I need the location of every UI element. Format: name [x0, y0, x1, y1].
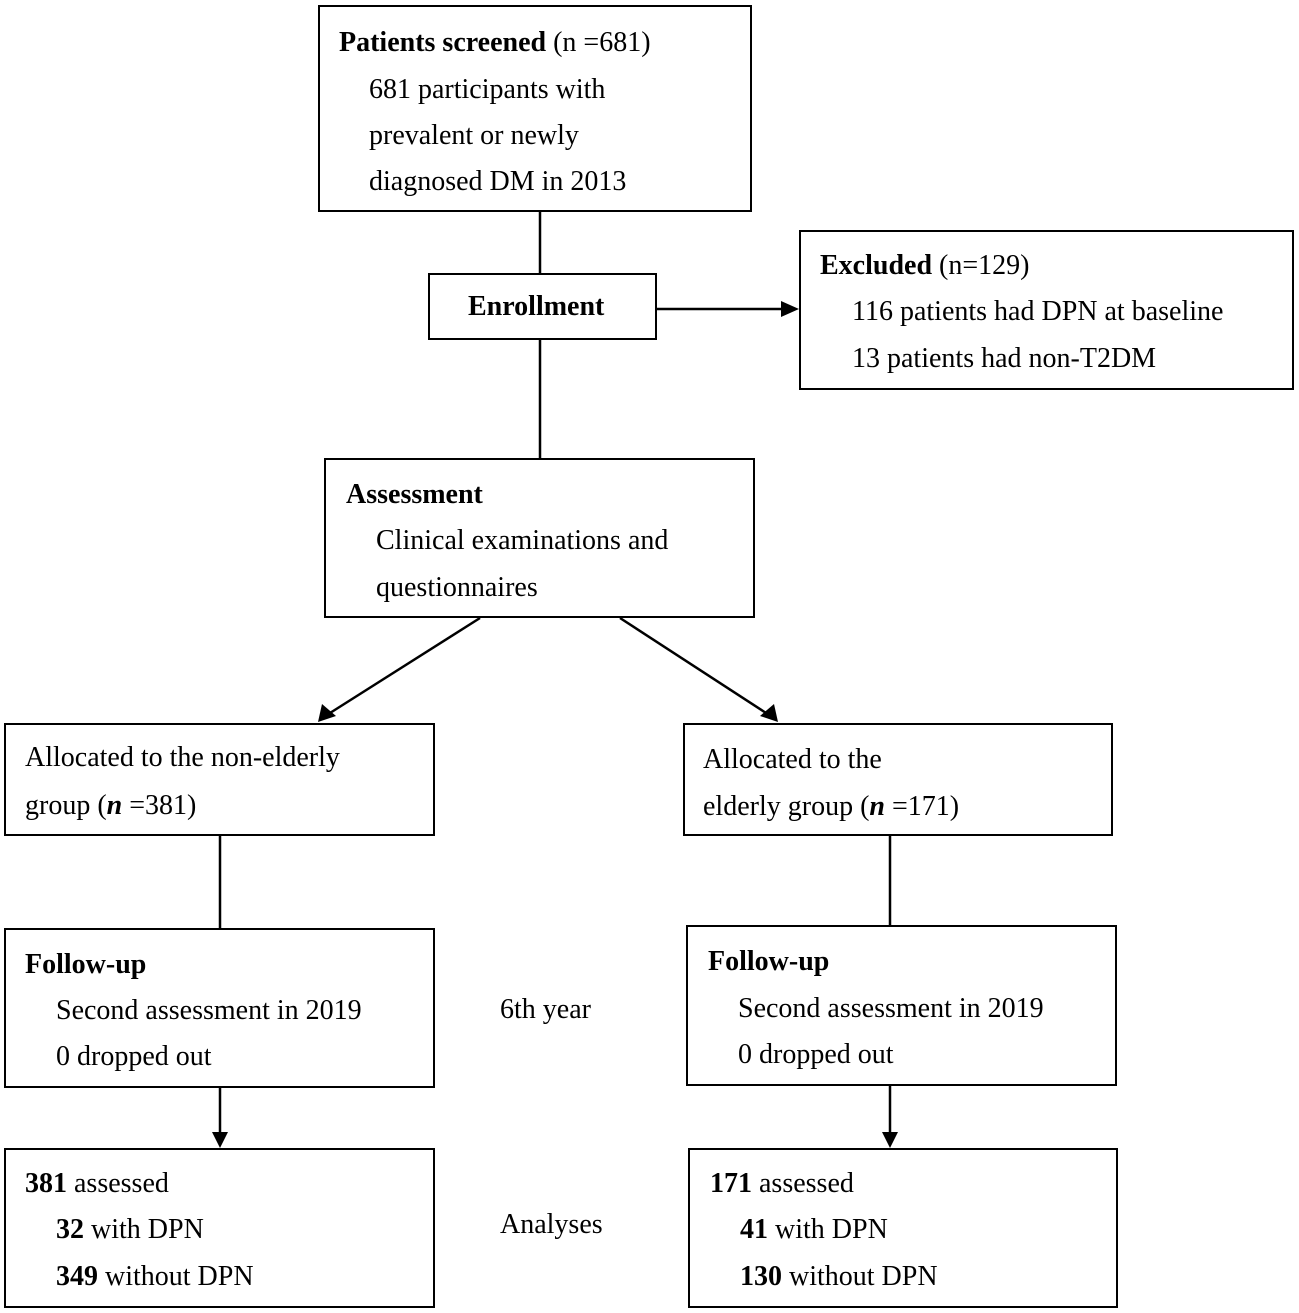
- analysis-right-without-n: 130: [740, 1261, 782, 1292]
- screened-line-1: 681 participants with: [369, 74, 606, 105]
- non-elderly-n: n: [106, 790, 123, 821]
- non-elderly-line-2-post: =381): [122, 790, 197, 821]
- excluded-count: (n=129): [932, 250, 1030, 281]
- non-elderly-box: Allocated to the non-elderly group (n =3…: [4, 723, 435, 836]
- analysis-right-assessed-n: 171: [710, 1168, 752, 1199]
- screened-line-2: prevalent or newly: [369, 120, 579, 151]
- elderly-line-1: Allocated to the: [703, 744, 882, 775]
- analysis-left-assessed-n: 381: [25, 1168, 67, 1199]
- analysis-right-with-t: with DPN: [768, 1214, 888, 1245]
- elderly-box: Allocated to the elderly group (n =171): [683, 723, 1113, 836]
- followup-left-line-2: 0 dropped out: [56, 1041, 212, 1072]
- analysis-left-with-t: with DPN: [84, 1214, 204, 1245]
- elderly-line-2-pre: elderly group (: [703, 791, 870, 822]
- analysis-right-without-t: without DPN: [782, 1261, 938, 1292]
- enrollment-title: Enrollment: [468, 291, 605, 322]
- analysis-right-assessed-t: assessed: [752, 1168, 854, 1199]
- screened-line-3: diagnosed DM in 2013: [369, 166, 627, 197]
- assessment-title: Assessment: [346, 479, 483, 510]
- arrowhead-right: [760, 704, 778, 722]
- screened-title-line: Patients screened (n =681): [339, 26, 651, 60]
- analysis-left-assessed: 381 assessed: [25, 1167, 169, 1201]
- excluded-box: Excluded (n=129) 116 patients had DPN at…: [799, 230, 1294, 390]
- followup-right-line-1: Second assessment in 2019: [738, 993, 1044, 1024]
- screened-count: (n =681): [546, 27, 651, 58]
- screened-box: Patients screened (n =681) 681 participa…: [318, 5, 752, 212]
- analysis-right-without: 130 without DPN: [740, 1260, 938, 1294]
- non-elderly-line-2: group (n =381): [25, 789, 196, 823]
- analysis-right-with: 41 with DPN: [740, 1213, 888, 1247]
- arrowhead-right-analysis: [882, 1132, 898, 1148]
- year-label: 6th year: [500, 994, 591, 1025]
- elderly-line-2-post: =171): [884, 791, 960, 822]
- arrowhead-left-analysis: [212, 1132, 228, 1148]
- excluded-line-2: 13 patients had non-T2DM: [852, 343, 1157, 374]
- arrowhead-left: [318, 704, 336, 722]
- followup-right-title: Follow-up: [708, 946, 830, 977]
- connector-assessment-left: [329, 616, 481, 715]
- analysis-left-assessed-t: assessed: [67, 1168, 169, 1199]
- followup-left-box: Follow-up Second assessment in 2019 0 dr…: [4, 928, 435, 1088]
- followup-left-title: Follow-up: [25, 949, 147, 980]
- non-elderly-line-1: Allocated to the non-elderly: [25, 742, 340, 773]
- connector-assessment-right: [619, 616, 767, 715]
- analysis-left-without-t: without DPN: [98, 1261, 254, 1292]
- excluded-title: Excluded: [820, 250, 933, 281]
- analysis-right-assessed: 171 assessed: [710, 1167, 854, 1201]
- followup-right-line-2: 0 dropped out: [738, 1039, 894, 1070]
- elderly-line-2: elderly group (n =171): [703, 790, 959, 824]
- enrollment-box: Enrollment: [428, 273, 657, 340]
- analysis-left-without-n: 349: [56, 1261, 98, 1292]
- arrowhead-excluded: [781, 301, 799, 317]
- analysis-left-with-n: 32: [56, 1214, 84, 1245]
- analysis-left-with: 32 with DPN: [56, 1213, 204, 1247]
- analysis-left-without: 349 without DPN: [56, 1260, 254, 1294]
- followup-right-box: Follow-up Second assessment in 2019 0 dr…: [686, 925, 1117, 1086]
- elderly-n: n: [869, 791, 885, 822]
- analysis-left-box: 381 assessed 32 with DPN 349 without DPN: [4, 1148, 435, 1308]
- followup-left-line-1: Second assessment in 2019: [56, 995, 362, 1026]
- non-elderly-line-2-pre: group (: [25, 790, 107, 821]
- screened-title: Patients screened: [339, 27, 547, 58]
- analysis-right-box: 171 assessed 41 with DPN 130 without DPN: [688, 1148, 1118, 1308]
- excluded-title-line: Excluded (n=129): [820, 249, 1029, 283]
- assessment-line-2: questionnaires: [376, 572, 538, 603]
- assessment-box: Assessment Clinical examinations and que…: [324, 458, 755, 618]
- analyses-label: Analyses: [500, 1209, 603, 1240]
- assessment-line-1: Clinical examinations and: [376, 525, 669, 556]
- excluded-line-1: 116 patients had DPN at baseline: [852, 296, 1224, 327]
- analysis-right-with-n: 41: [740, 1214, 768, 1245]
